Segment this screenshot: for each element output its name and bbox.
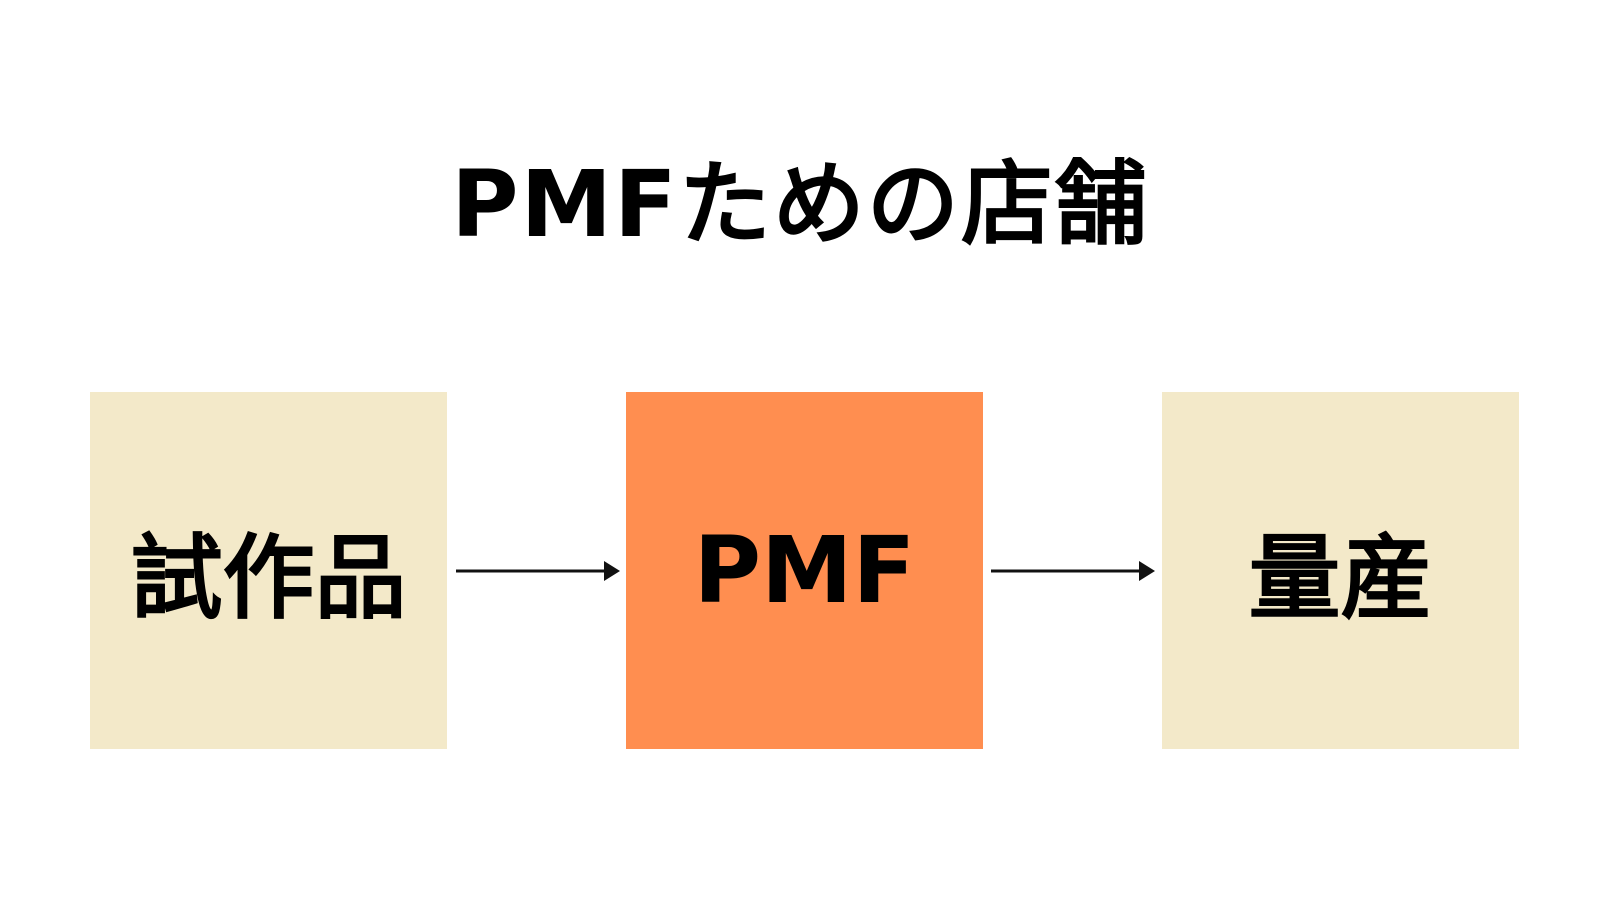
arrow-prototype-to-pmf [456, 561, 620, 581]
step-box-prototype: 試作品 [90, 392, 447, 749]
arrow-pmf-to-mass-production [991, 561, 1155, 581]
step-label-prototype: 試作品 [130, 525, 407, 632]
step-label-mass-production: 量産 [1248, 525, 1433, 632]
step-box-mass-production: 量産 [1162, 392, 1519, 749]
step-box-pmf: PMF [626, 392, 983, 749]
step-label-pmf: PMF [693, 517, 916, 624]
diagram-title: PMFための店舗 [451, 151, 1149, 258]
